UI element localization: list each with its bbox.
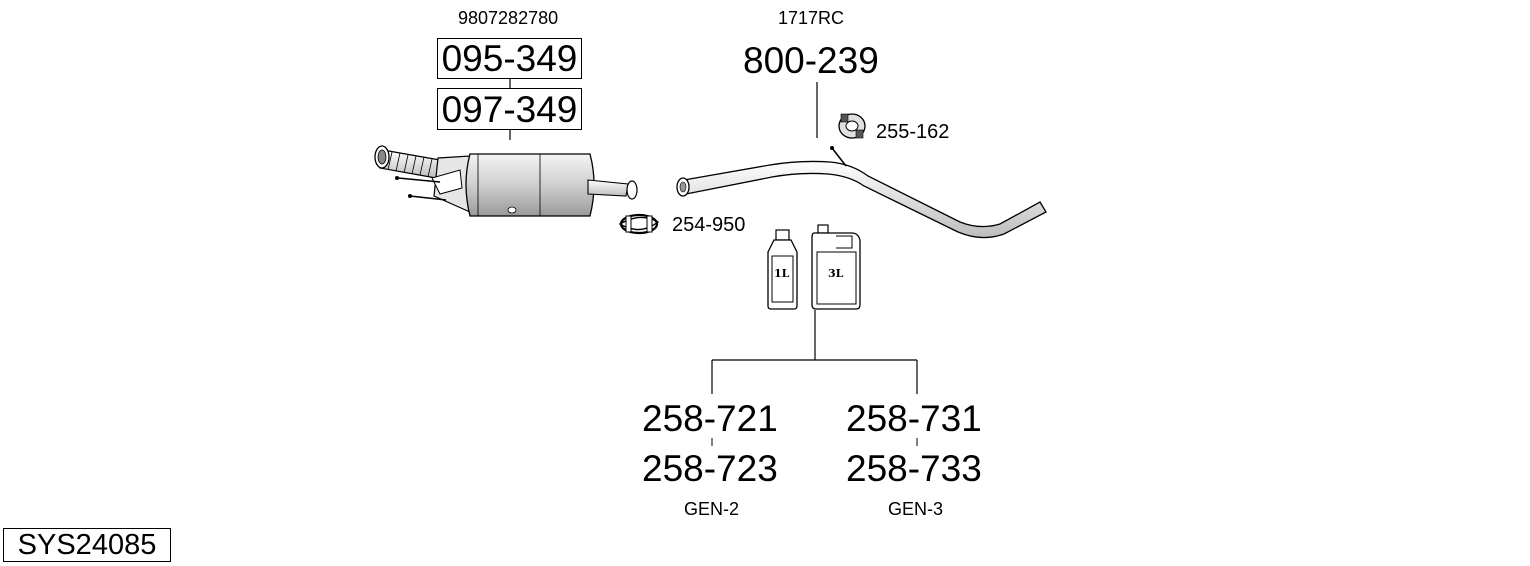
filter-part-b-box[interactable]: 097-349 xyxy=(437,88,582,130)
pipe-oe-number: 1717RC xyxy=(778,8,845,28)
pipe-part[interactable]: 800-239 xyxy=(743,40,879,81)
system-code: SYS24085 xyxy=(17,528,157,561)
canister-3l-drawing xyxy=(811,224,861,310)
additive-gen3-bottom[interactable]: 258-733 xyxy=(846,448,982,489)
clamp-drawing xyxy=(618,213,660,235)
additive-gen3-label: GEN-3 xyxy=(888,499,944,519)
filter-oe-number: 9807282780 xyxy=(458,8,559,28)
filter-part-a: 095-349 xyxy=(441,38,578,79)
particulate-filter-drawing xyxy=(374,145,638,217)
filter-part-a-box[interactable]: 095-349 xyxy=(437,38,582,79)
filter-part-b: 097-349 xyxy=(441,88,578,130)
bottle-1l-label: 1L xyxy=(774,267,790,280)
hanger-part[interactable]: 255-162 xyxy=(876,121,950,143)
additive-gen3-top[interactable]: 258-731 xyxy=(846,398,982,439)
additive-gen2-label: GEN-2 xyxy=(684,499,740,519)
system-code-box: SYS24085 xyxy=(3,528,171,562)
canister-3l-label: 3L xyxy=(828,267,844,280)
rear-pipe-drawing xyxy=(676,146,1047,239)
additive-gen2-bottom[interactable]: 258-723 xyxy=(642,448,778,489)
bottle-1l-drawing xyxy=(767,229,798,310)
clamp-part[interactable]: 254-950 xyxy=(672,214,746,236)
additive-gen2-top[interactable]: 258-721 xyxy=(642,398,778,439)
rubber-hanger-drawing xyxy=(838,113,866,139)
